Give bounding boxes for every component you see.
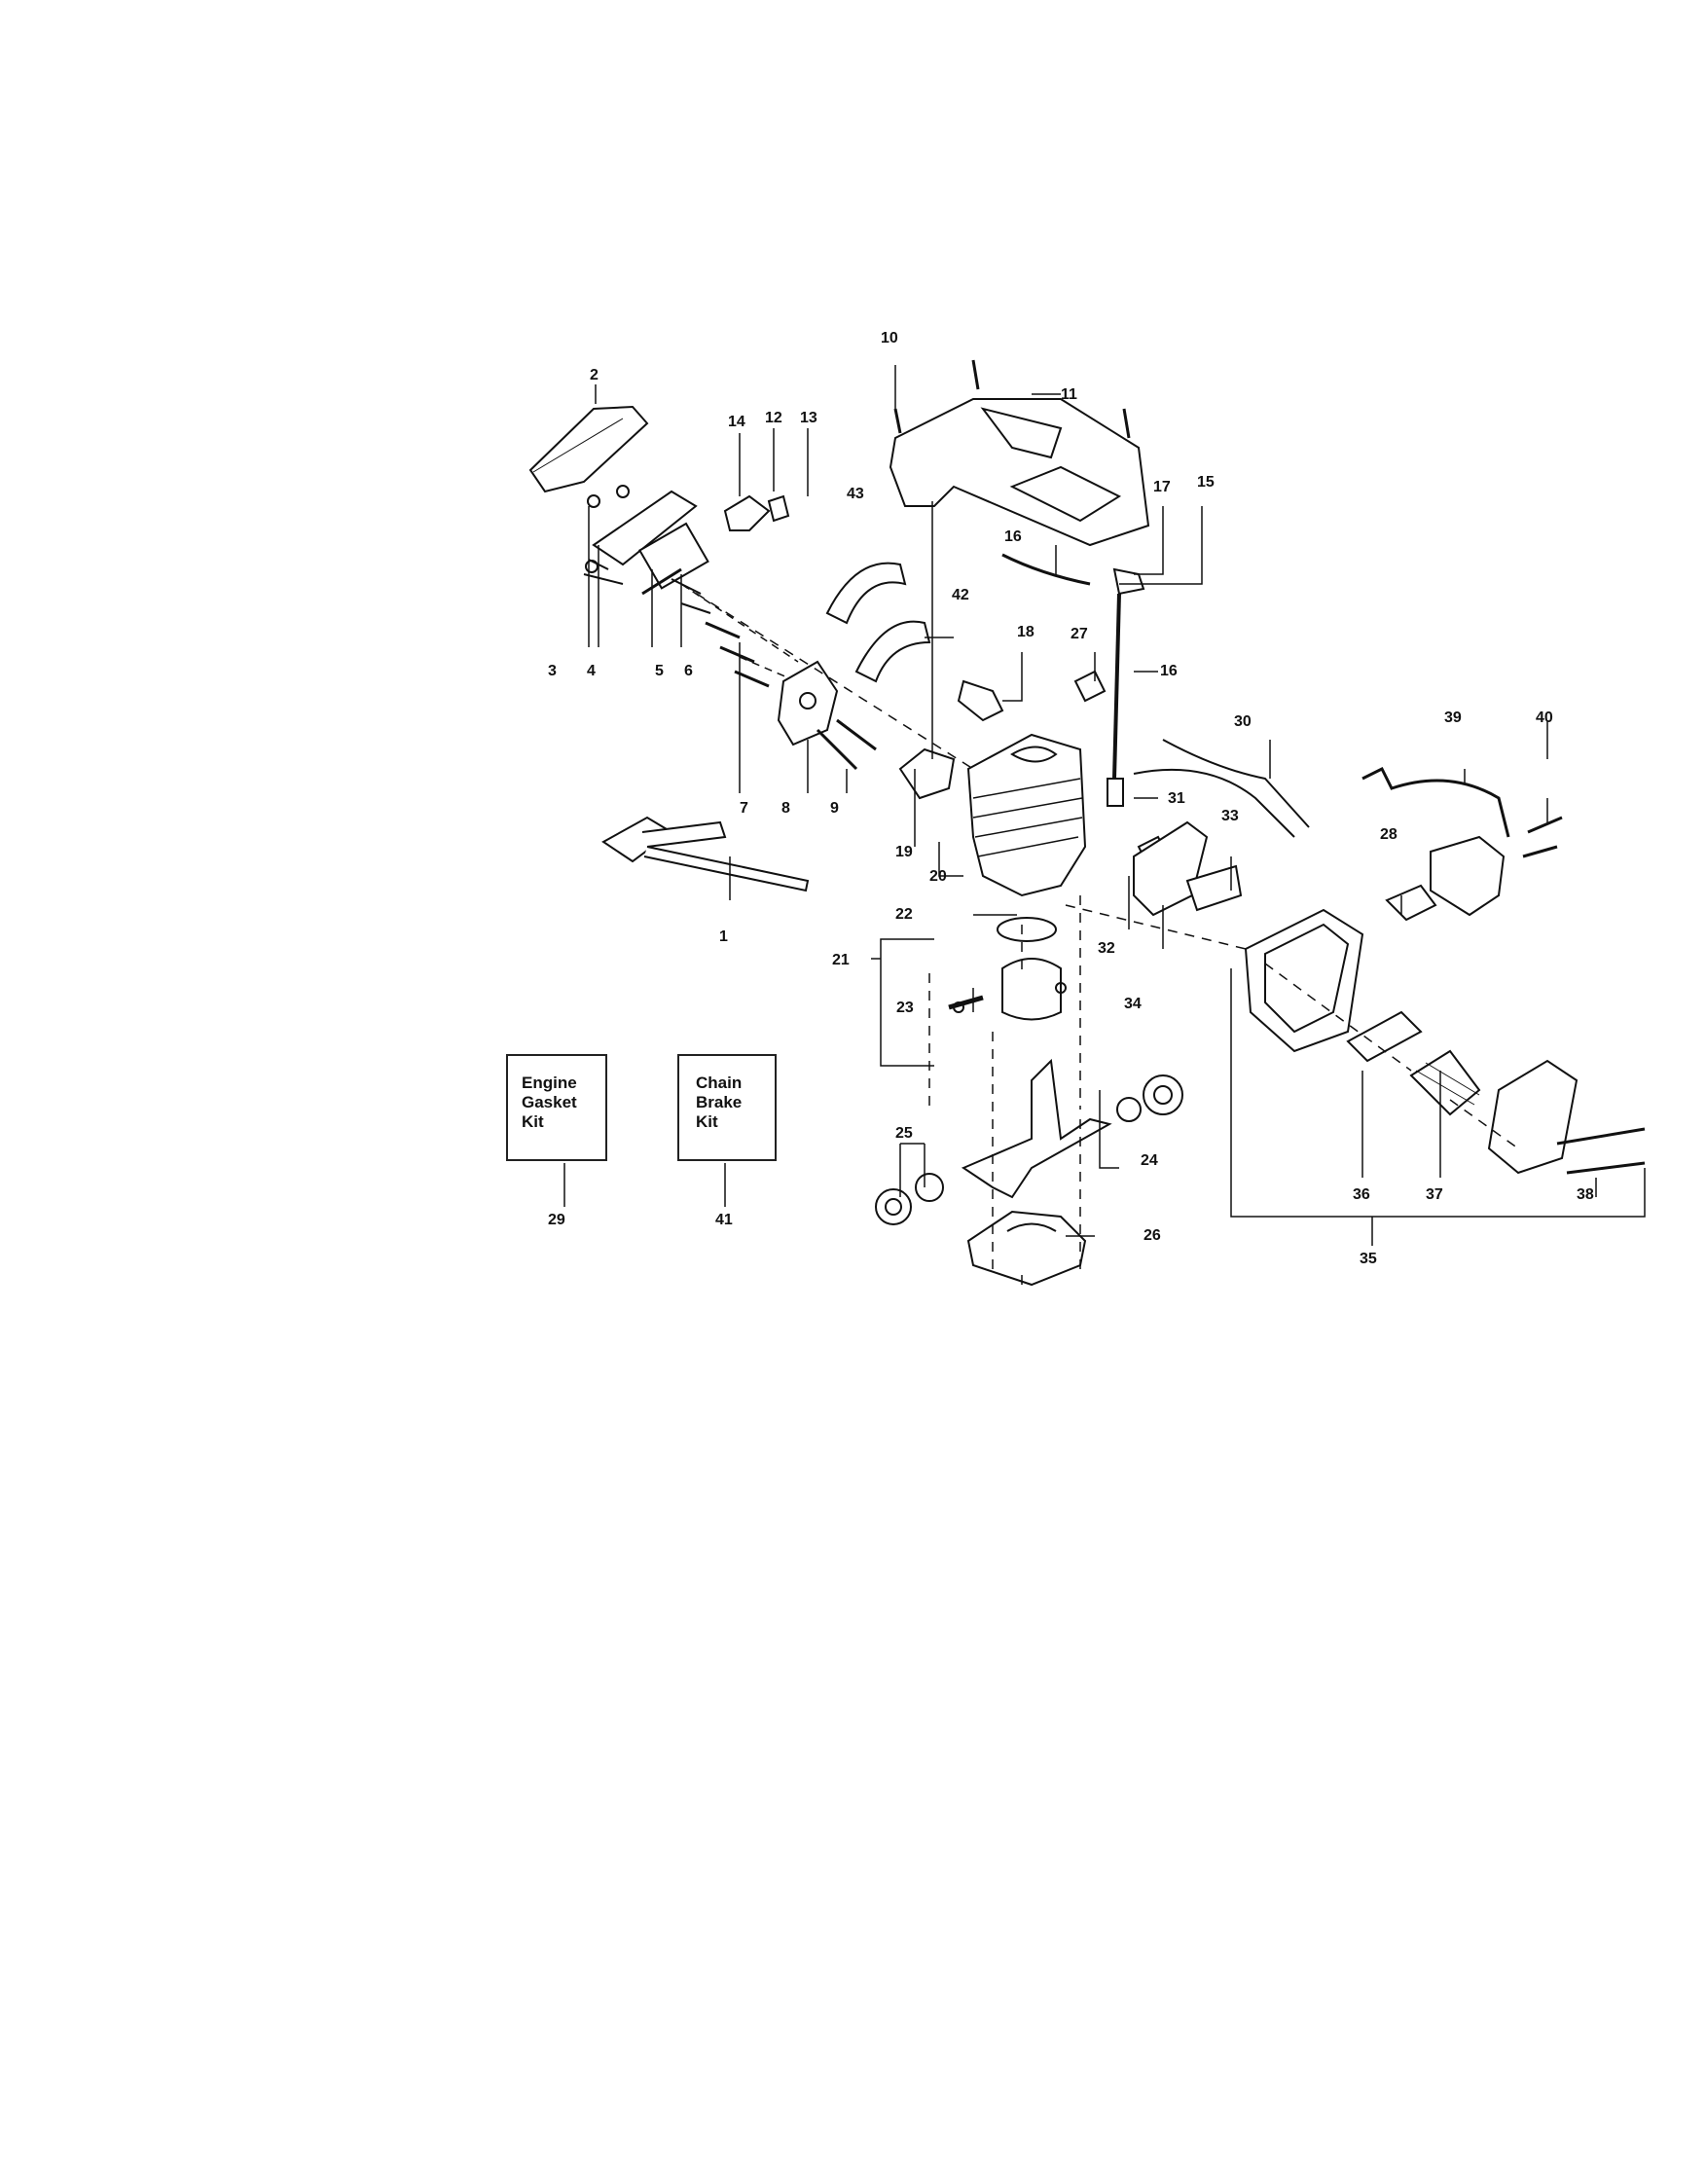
callout-27: 27 [1071,626,1088,642]
callout-1: 1 [719,928,728,945]
cylinder-part [966,733,1087,897]
callout-18: 18 [1017,624,1034,640]
callout-32: 32 [1098,940,1115,957]
callout-34: 34 [1124,996,1142,1012]
muffler-part [1244,908,1364,1053]
engine-gasket-kit-box: Engine Gasket Kit [506,1054,607,1161]
callout-4: 4 [587,663,596,679]
callout-13: 13 [800,410,817,426]
callout-33: 33 [1221,808,1239,824]
spark-arrestor-part [1409,1049,1481,1116]
callout-43: 43 [847,486,864,502]
callout-31: 31 [1168,790,1185,807]
callout-30: 30 [1234,713,1252,730]
air-filter-cover-part [528,405,649,493]
callout-25: 25 [895,1125,913,1142]
callout-23: 23 [896,1000,914,1016]
callout-36: 36 [1353,1186,1370,1203]
callout-8: 8 [781,800,790,817]
callout-5: 5 [655,663,664,679]
callout-37: 37 [1426,1186,1443,1203]
callout-16-top: 16 [1004,528,1022,545]
callout-22: 22 [895,906,913,923]
callout-41: 41 [715,1212,733,1228]
piston-part [1001,958,1062,1021]
callout-40: 40 [1536,710,1553,726]
intake-gasket-part [777,660,839,746]
callout-12: 12 [765,410,782,426]
callout-35: 35 [1360,1251,1377,1267]
callout-42: 42 [952,587,969,603]
callout-19: 19 [895,844,913,860]
callout-11: 11 [1061,386,1077,403]
callout-20: 20 [929,868,947,885]
callout-15: 15 [1197,474,1215,491]
callout-16-side: 16 [1160,663,1178,679]
callout-26: 26 [1143,1227,1161,1244]
callout-29: 29 [548,1212,565,1228]
callout-9: 9 [830,800,839,817]
callout-6: 6 [684,663,693,679]
crankshaft-part [961,1058,1112,1199]
crankcase-part [966,1210,1087,1287]
callout-3: 3 [548,663,557,679]
chain-brake-kit-box: Chain Brake Kit [677,1054,777,1161]
callout-21: 21 [832,952,850,968]
callout-24: 24 [1141,1152,1158,1169]
callout-7: 7 [740,800,748,817]
carburetor-part [592,490,698,566]
chain-brake-kit-label: Chain Brake Kit [696,1074,743,1131]
callout-10: 10 [881,330,898,346]
callout-17: 17 [1153,479,1171,495]
callout-28: 28 [1380,826,1397,843]
top-cover-part [889,398,1150,547]
callout-39: 39 [1444,710,1462,726]
callout-2: 2 [590,367,599,383]
engine-gasket-kit-label: Engine Gasket Kit [522,1074,577,1131]
ignition-coil-part [1430,835,1506,917]
callout-14: 14 [728,414,745,430]
brake-band-part [825,562,907,625]
callout-38: 38 [1577,1186,1594,1203]
